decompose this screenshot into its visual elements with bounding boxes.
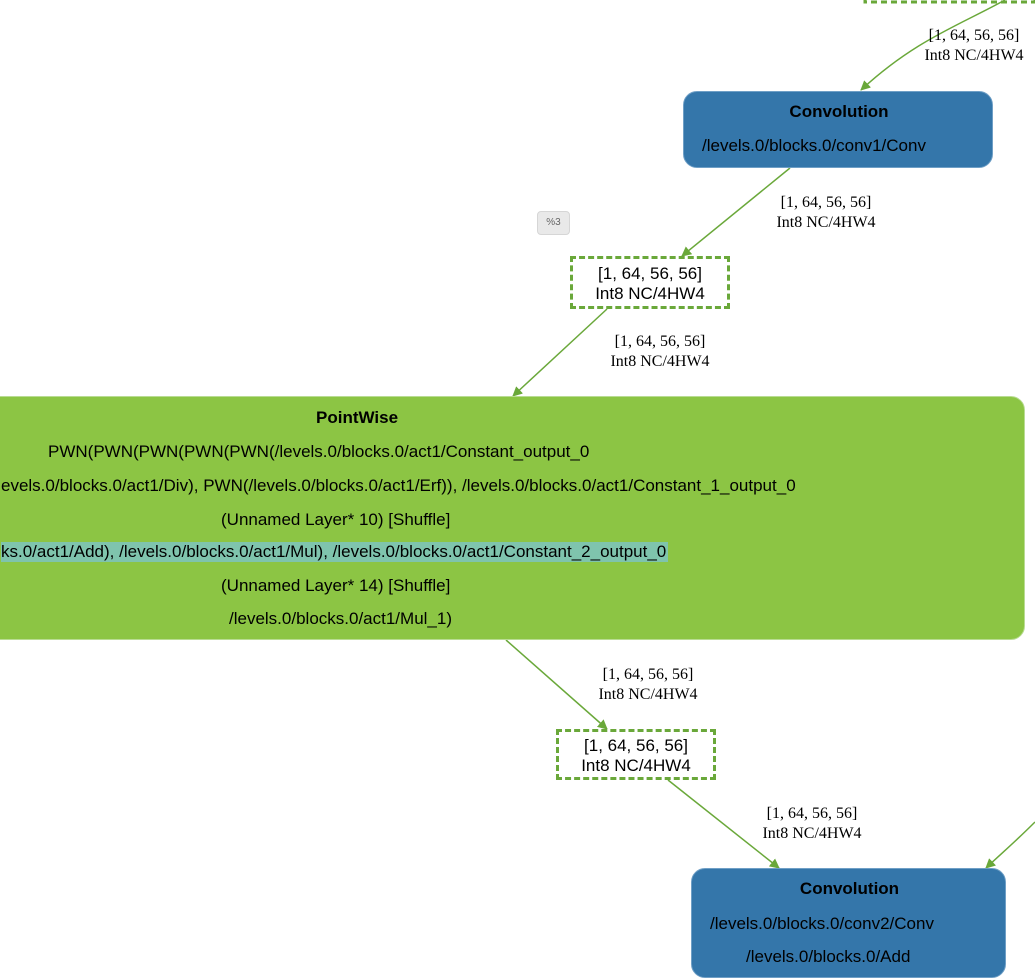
node-layer-name: /levels.0/blocks.0/conv1/Conv [702,136,926,155]
node-layer-name: /levels.0/blocks.0/conv2/Conv [710,914,934,933]
edge-right-to-conv2 [985,821,1035,869]
tensor-node[interactable]: [1, 64, 56, 56] Int8 NC/4HW4 [570,256,730,309]
convolution-node-conv2[interactable]: Convolution /levels.0/blocks.0/conv2/Con… [691,868,1006,978]
edge-label-format: Int8 NC/4HW4 [924,47,1024,64]
pointwise-line-highlighted: ks.0/act1/Add), /levels.0/blocks.0/act1/… [1,542,669,562]
edge-label-shape: [1, 64, 56, 56] [766,805,858,822]
convolution-node-conv1[interactable]: Convolution /levels.0/blocks.0/conv1/Con… [683,91,993,168]
edge-label-format: Int8 NC/4HW4 [762,825,862,842]
pointwise-node[interactable]: PointWise PWN(PWN(PWN(PWN(PWN(/levels.0/… [0,396,1025,640]
edge-label-format: Int8 NC/4HW4 [776,214,876,231]
edge-label: [1, 64, 56, 56] Int8 NC/4HW4 [600,332,720,372]
edge-tensor1-to-pointwise [512,308,608,397]
tensor-shape: [1, 64, 56, 56] [598,264,702,283]
edge-label: [1, 64, 56, 56] Int8 NC/4HW4 [766,193,886,233]
edge-label-shape: [1, 64, 56, 56] [780,194,872,211]
edge-label-format: Int8 NC/4HW4 [598,686,698,703]
edge-label-shape: [1, 64, 56, 56] [602,666,694,683]
pointwise-line: (Unnamed Layer* 14) [Shuffle] [221,576,451,595]
tensor-format: Int8 NC/4HW4 [581,756,691,775]
tensor-format: Int8 NC/4HW4 [595,284,705,303]
edge-tensor2-to-conv2 [667,779,780,869]
edge-label: [1, 64, 56, 56] Int8 NC/4HW4 [916,26,1032,66]
node-title: Convolution [789,102,889,121]
tensor-node[interactable]: [1, 64, 56, 56] Int8 NC/4HW4 [556,729,716,780]
pointwise-line: PWN(PWN(PWN(PWN(PWN(/levels.0/blocks.0/a… [48,442,590,461]
pointwise-line: evels.0/blocks.0/act1/Div), PWN(/levels.… [1,476,796,495]
node-id-badge: %3 [537,211,570,235]
node-title: Convolution [799,879,900,898]
edge-label: [1, 64, 56, 56] Int8 NC/4HW4 [752,804,872,844]
pointwise-line: /levels.0/blocks.0/act1/Mul_1) [229,609,452,628]
tensor-shape: [1, 64, 56, 56] [584,736,688,755]
edge-conv1-to-tensor1 [681,167,791,257]
node-title: PointWise [316,408,399,427]
edge-top-to-conv1 [860,0,1006,91]
edge-label-format: Int8 NC/4HW4 [610,353,710,370]
pointwise-line: (Unnamed Layer* 10) [Shuffle] [221,510,451,529]
edge-pointwise-to-tensor2 [505,639,608,730]
edge-label-shape: [1, 64, 56, 56] [614,333,706,350]
edge-label: [1, 64, 56, 56] Int8 NC/4HW4 [588,665,708,705]
node-layer-extra: /levels.0/blocks.0/Add [746,947,911,966]
edge-label-shape: [1, 64, 56, 56] [928,27,1020,44]
tensor-partial-top[interactable] [863,0,1035,4]
